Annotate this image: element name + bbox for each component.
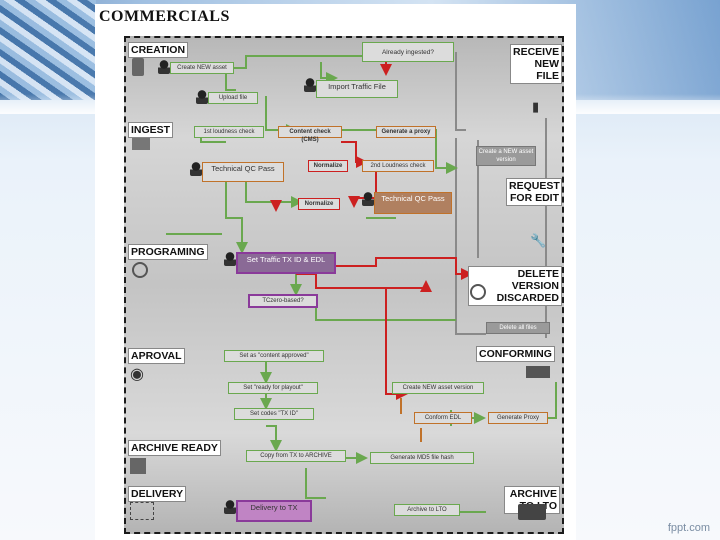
section-creation: CREATION xyxy=(128,42,189,58)
step-delete-all-files: Delete all files xyxy=(486,322,550,334)
step-copy-from-tx-to-archive: Copy from TX to ARCHIVE xyxy=(246,450,346,462)
person-icon xyxy=(362,192,374,206)
step-create-new-asset-version-2: Create NEW asset version xyxy=(392,382,484,394)
person-icon xyxy=(224,500,236,514)
layout-icon xyxy=(130,502,154,520)
person-icon xyxy=(190,162,202,176)
step-generate-md5: Generate MD5 file hash xyxy=(370,452,474,464)
reel-icon xyxy=(132,262,148,278)
slide-title: COMMERCIALS xyxy=(99,8,230,25)
tape-icon xyxy=(132,138,150,150)
section-delivery: DELIVERY xyxy=(128,486,187,502)
doc-icon xyxy=(132,58,144,76)
step-set-ready-for-playout: Set "ready for playout" xyxy=(228,382,318,394)
section-request-for-edit: REQUEST FOR EDIT xyxy=(506,178,562,206)
step-normalize-2: Normalize xyxy=(298,198,340,210)
step-normalize: Normalize xyxy=(308,160,348,172)
step-import-traffic-file: Import Traffic File xyxy=(316,80,398,98)
no-entry-icon xyxy=(470,284,486,300)
footer-brand: fppt.com xyxy=(667,522,710,534)
tape-drive-icon xyxy=(518,504,546,520)
step-upload-file: Upload file xyxy=(208,92,258,104)
step-technical-qc-pass: Technical QC Pass xyxy=(202,162,284,182)
step-set-traffic-tx-id: Set Traffic TX ID & EDL xyxy=(236,252,336,274)
section-archive-ready: ARCHIVE READY xyxy=(128,440,221,456)
archive-box-icon xyxy=(130,458,146,474)
slide-page: COMMERCIALS xyxy=(95,4,576,540)
step-technical-qc-pass-2: Technical QC Pass xyxy=(374,192,452,214)
step-first-loudness-check: 1st loudness check xyxy=(194,126,264,138)
person-icon xyxy=(196,90,208,104)
camera-icon xyxy=(526,366,550,378)
person-icon xyxy=(158,60,170,74)
wrench-icon: 🔧 xyxy=(530,233,547,248)
section-receive-new-file: RECEIVE NEW FILE xyxy=(510,44,562,84)
film-icon: ▮ xyxy=(532,99,540,114)
person-icon xyxy=(304,78,316,92)
step-content-check: Content check (CMS) xyxy=(278,126,342,143)
section-conforming: CONFORMING xyxy=(476,346,555,362)
step-set-content-approved: Set as "content approved" xyxy=(224,350,324,362)
step-generate-proxy: Generate a proxy xyxy=(376,126,436,138)
step-create-new-asset: Create NEW asset xyxy=(170,62,234,74)
step-set-codes-tx-id: Set codes "TX ID" xyxy=(234,408,314,420)
person-icon xyxy=(224,252,236,266)
step-create-new-asset-version: Create a NEW asset version xyxy=(476,146,536,166)
step-generate-proxy-2: Generate Proxy xyxy=(488,412,548,424)
workflow-diagram: CREATION RECEIVE NEW FILE INGEST REQUEST… xyxy=(124,36,564,534)
step-archive-to-lto: Archive to LTO xyxy=(394,504,460,516)
step-tc-zero-based: TCzero-based? xyxy=(248,294,318,308)
step-already-ingested: Already ingested? xyxy=(362,42,454,62)
step-delivery-to-tx: Delivery to TX xyxy=(236,500,312,522)
eye-icon: ◉ xyxy=(130,366,144,383)
background-building-graphic xyxy=(0,0,96,100)
section-programing: PROGRAMING xyxy=(128,244,208,260)
section-aproval: APROVAL xyxy=(128,348,185,364)
step-conform-edl: Conform EDL xyxy=(414,412,472,424)
step-second-loudness-check: 2nd Loudness check xyxy=(362,160,434,172)
section-ingest: INGEST xyxy=(128,122,174,138)
